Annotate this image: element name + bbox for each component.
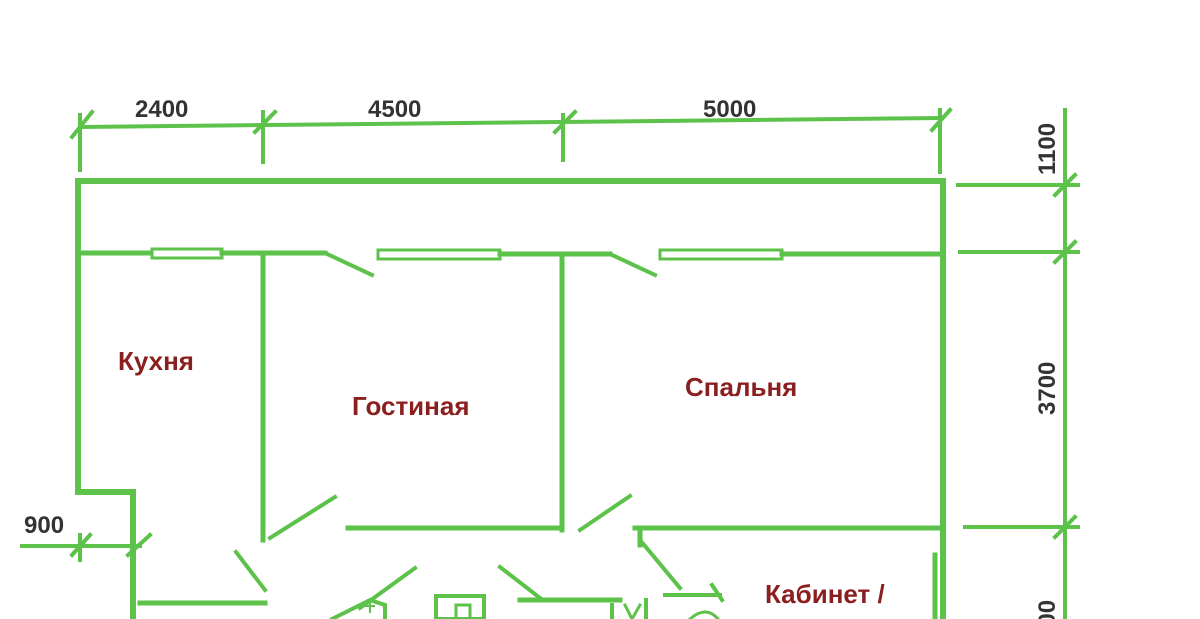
room-label-study: Кабинет / bbox=[765, 579, 885, 609]
dimension-label-4500: 4500 bbox=[368, 96, 421, 123]
room-label-living: Гостиная bbox=[352, 391, 470, 421]
dimension-label-5000: 5000 bbox=[703, 96, 756, 123]
windows bbox=[150, 247, 784, 261]
dimension-label-900-left: 900 bbox=[24, 512, 64, 539]
dimension-label-3700: 3700 bbox=[1034, 362, 1061, 415]
dimension-label-900-right: 900 bbox=[1034, 600, 1061, 619]
right-dimension-line bbox=[956, 108, 1080, 619]
interior-walls bbox=[77, 250, 945, 619]
dimension-label-1100: 1100 bbox=[1034, 123, 1061, 175]
room-label-bedroom: Спальня bbox=[685, 372, 797, 402]
bathroom-fixtures bbox=[329, 594, 720, 619]
exterior-walls bbox=[75, 178, 946, 619]
room-label-kitchen: Кухня bbox=[118, 346, 194, 376]
top-dimension-line bbox=[69, 107, 953, 174]
doors bbox=[233, 250, 725, 611]
dimension-label-2400: 2400 bbox=[135, 96, 188, 123]
